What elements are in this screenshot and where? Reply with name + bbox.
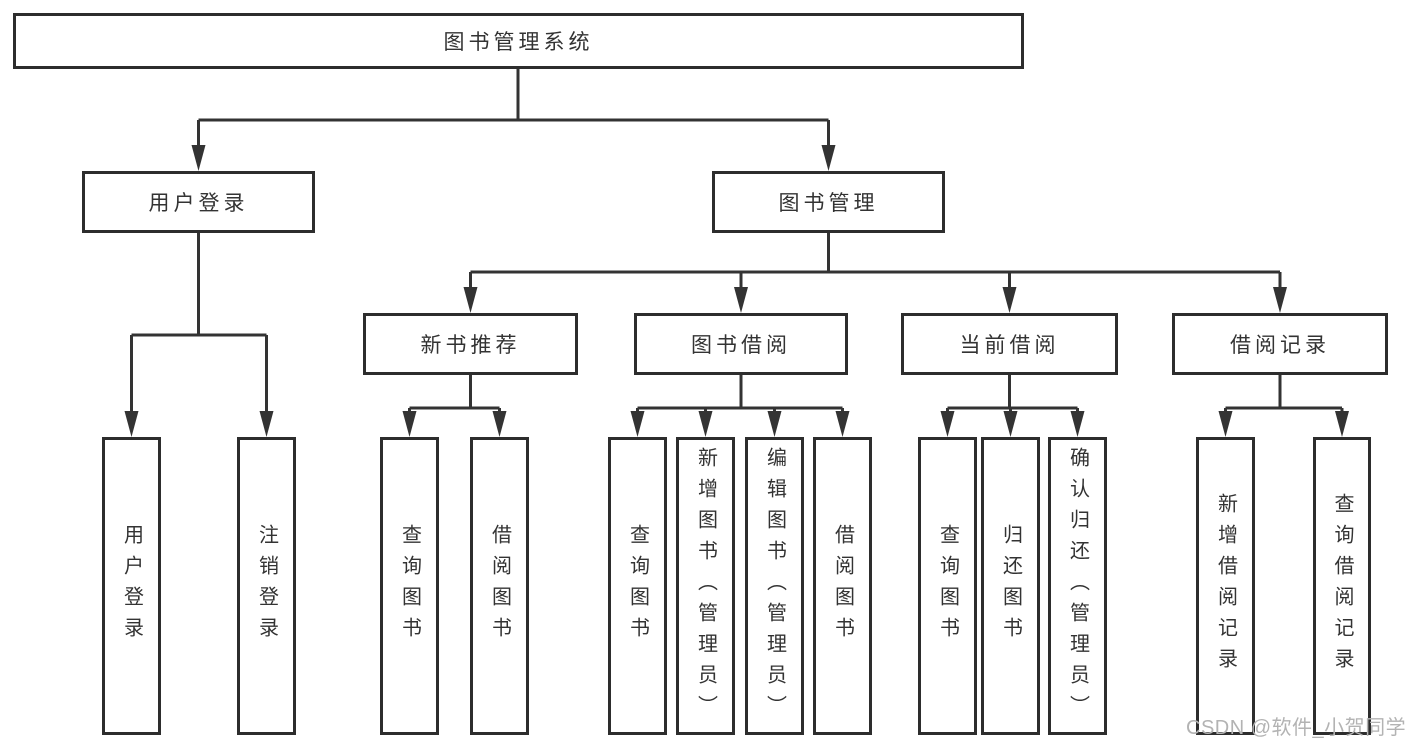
leaf-query-books: 查询图书	[918, 437, 977, 735]
node-label: 图书管理系统	[443, 31, 594, 54]
node-label: 新书推荐	[420, 334, 521, 357]
leaf-add-books-admin: 新增图书（管理员）	[676, 437, 735, 735]
leaf-borrow-books: 借阅图书	[470, 437, 529, 735]
node-book-management: 图书管理	[712, 171, 945, 233]
csdn-watermark: CSDN @软件_小贺同学	[1186, 717, 1405, 739]
node-label: 图书管理	[778, 192, 879, 215]
leaf-label: 查询借阅记录	[1331, 493, 1353, 679]
leaf-label: 借阅图书	[831, 524, 854, 648]
node-borrowing-records: 借阅记录	[1172, 313, 1388, 375]
leaf-logout: 注销登录	[237, 437, 296, 735]
leaf-label: 确认归还（管理员）	[1066, 446, 1089, 726]
node-book-borrowing: 图书借阅	[634, 313, 848, 375]
leaf-label: 查询图书	[936, 524, 959, 648]
leaf-user-login: 用户登录	[102, 437, 161, 735]
leaf-return-books: 归还图书	[981, 437, 1040, 735]
leaf-add-borrow-record: 新增借阅记录	[1196, 437, 1255, 735]
node-label: 用户登录	[148, 192, 249, 215]
leaf-label: 归还图书	[999, 524, 1022, 648]
leaf-label: 注销登录	[255, 524, 278, 648]
leaf-query-books: 查询图书	[608, 437, 667, 735]
leaf-confirm-return-admin: 确认归还（管理员）	[1048, 437, 1107, 735]
node-new-book-recommendation: 新书推荐	[363, 313, 578, 375]
leaf-label: 新增借阅记录	[1214, 493, 1237, 679]
node-user-login: 用户登录	[82, 171, 315, 233]
leaf-borrow-books: 借阅图书	[813, 437, 872, 735]
node-label: 图书借阅	[691, 334, 791, 357]
leaf-query-borrow-record: 查询借阅记录	[1313, 437, 1371, 735]
leaf-label: 查询图书	[626, 524, 649, 648]
leaf-label: 查询图书	[398, 524, 421, 648]
leaf-label: 借阅图书	[488, 524, 511, 648]
leaf-edit-books-admin: 编辑图书（管理员）	[745, 437, 804, 735]
leaf-label: 编辑图书（管理员）	[763, 446, 786, 726]
leaf-query-books: 查询图书	[380, 437, 439, 735]
node-library-system: 图书管理系统	[13, 13, 1024, 69]
node-label: 当前借阅	[959, 334, 1060, 357]
leaf-label: 新增图书（管理员）	[694, 446, 717, 726]
leaf-label: 用户登录	[120, 524, 143, 648]
node-current-borrowing: 当前借阅	[901, 313, 1118, 375]
arrowheads	[124, 145, 1349, 437]
node-label: 借阅记录	[1230, 334, 1330, 357]
